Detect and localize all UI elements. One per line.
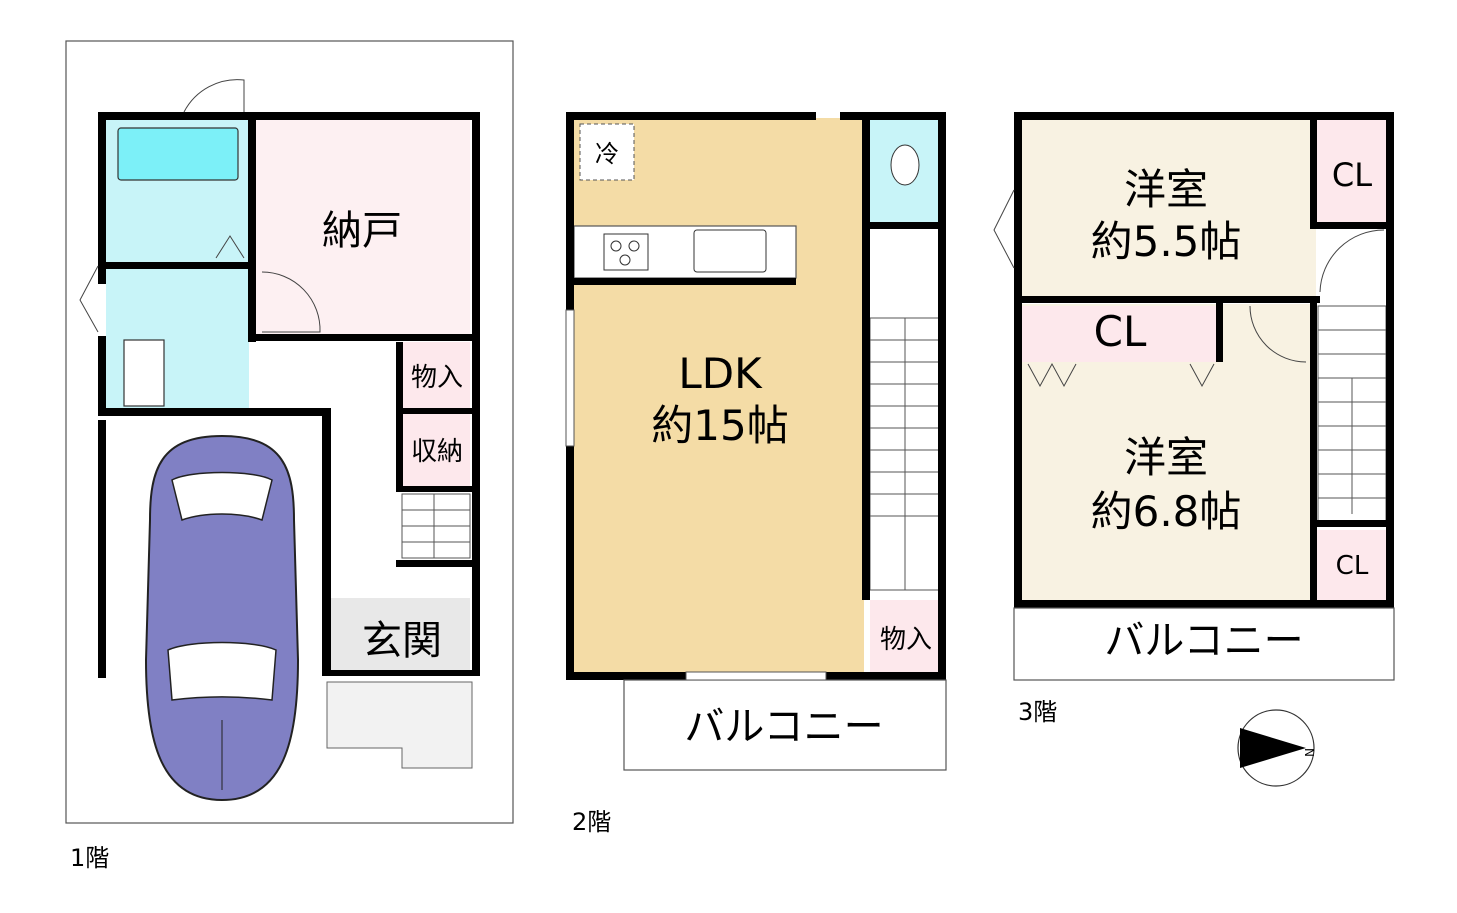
shuno-label: 収納 (411, 437, 463, 467)
cl-bottom-closet (1316, 530, 1386, 600)
walls-3f (1014, 112, 1394, 608)
cl-bottom-label: CL (1336, 551, 1369, 581)
nando-label: 納戸 (322, 208, 402, 254)
lot-boundary (65, 40, 514, 824)
sink-icon (693, 229, 767, 273)
floor-1-tag: 1階 (70, 844, 109, 872)
shuno-closet (400, 414, 470, 486)
cl-mid-label: CL (1094, 307, 1147, 356)
nando-room (256, 118, 470, 336)
balcony-2f-label: バルコニー (684, 704, 883, 750)
monoire-closet (400, 342, 470, 408)
cl-top-closet (1316, 118, 1386, 222)
stove-icon (603, 233, 649, 271)
fridge-label: 冷 (595, 140, 619, 168)
ldk-room (574, 118, 864, 674)
floor-3-tag: 3階 (1018, 698, 1057, 726)
room1-name-label: 洋室 (1124, 165, 1208, 214)
cl-mid-closet (1022, 306, 1218, 362)
stairs-1f (401, 493, 471, 559)
room2-size-label: 約6.8帖 (1091, 487, 1242, 536)
doors-3f (993, 189, 1385, 388)
stairs-3f (1317, 305, 1387, 525)
balcony-3f-label: バルコニー (1104, 618, 1303, 664)
floor-1 (65, 40, 514, 824)
approach-porch (326, 681, 473, 769)
monoire-1f-label: 物入 (411, 363, 463, 393)
floor-3 (993, 112, 1395, 681)
windows-2f (565, 309, 827, 681)
car-icon (144, 434, 300, 802)
ldk-name-label: LDK (678, 349, 763, 398)
walls-1f (98, 112, 480, 678)
toilet-icon (890, 144, 920, 186)
cl-top-label: CL (1332, 156, 1372, 194)
balcony-2f (623, 679, 947, 771)
fridge-space (579, 123, 635, 181)
monoire-2f (870, 600, 940, 674)
floor-2-tag: 2階 (572, 808, 611, 836)
floor-2 (565, 112, 947, 771)
compass-icon: N (1237, 709, 1316, 787)
genkan-floor (331, 598, 470, 670)
monoire-2f-label: 物入 (880, 625, 932, 655)
room2-name-label: 洋室 (1124, 433, 1208, 482)
western-room-1 (1022, 118, 1316, 298)
balcony-3f (1013, 607, 1395, 681)
doors-1f (79, 79, 321, 333)
genkan-label: 玄関 (362, 618, 442, 664)
washbasin (123, 339, 165, 407)
labels: 納戸 物入 収納 玄関 1階 冷 LDK 約15帖 物入 バルコニー 2階 洋室… (70, 140, 1372, 872)
stairs-2f (869, 317, 941, 591)
room1-size-label: 約5.5帖 (1091, 217, 1242, 266)
bathtub (117, 127, 239, 181)
compass-letter: N (1302, 748, 1316, 757)
ldk-size-label: 約15帖 (651, 401, 788, 450)
